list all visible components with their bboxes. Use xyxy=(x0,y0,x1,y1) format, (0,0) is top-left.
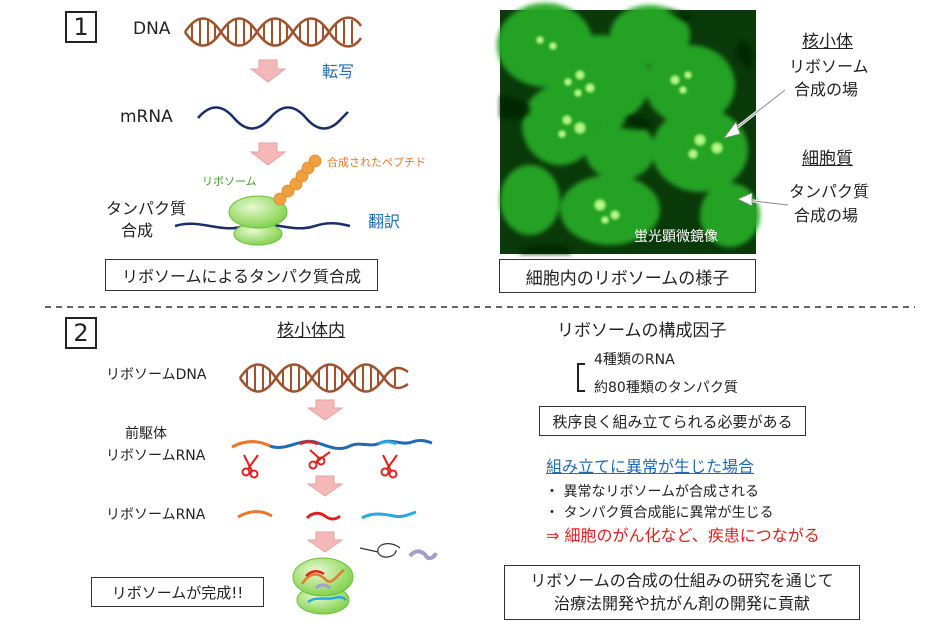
inside-nucleolus-title: 核小体内 xyxy=(277,321,345,341)
ribosome-rna-label: リボソームRNA xyxy=(106,507,206,523)
precursor-label-2: リボソームRNA xyxy=(106,448,206,464)
nucleolus-desc-2: 合成の場 xyxy=(794,80,859,99)
research-line-1: リボソームの合成の仕組みの研究を通じて xyxy=(530,571,834,591)
scissors-icon xyxy=(241,454,259,479)
translation-label: 翻訳 xyxy=(368,212,401,231)
arrow-down-icon xyxy=(249,142,287,166)
consequence: ⇒ 細胞のがん化など、疾患につながる xyxy=(546,526,820,545)
dna-helix-1 xyxy=(183,16,363,48)
arrow-down-icon xyxy=(249,59,287,83)
protein-strand xyxy=(408,549,438,561)
mrna-label: mRNA xyxy=(120,107,173,127)
protein-synthesis-label-1: タンパク質 xyxy=(106,199,187,218)
components-bracket xyxy=(577,363,585,392)
protein-swirl-icon xyxy=(359,543,401,558)
complete-caption: リボソームが完成!! xyxy=(91,577,264,607)
dna-label: DNA xyxy=(133,19,171,39)
arrow-down-icon xyxy=(306,475,344,497)
peptide-chain xyxy=(273,154,322,206)
component-2: 約80種類のタンパク質 xyxy=(594,380,738,396)
ribosome-icon xyxy=(228,195,288,246)
scissors-icon xyxy=(308,449,331,470)
nucleolus-title: 核小体 xyxy=(802,32,853,52)
abnormal-item-2: ・ タンパク質合成能に異常が生じる xyxy=(545,505,774,521)
mrna-translation-line xyxy=(174,222,351,230)
complete-ribosome-icon xyxy=(292,557,354,615)
rrna-orange xyxy=(237,510,273,519)
precursor-rrna xyxy=(231,438,433,450)
component-1: 4種類のRNA xyxy=(594,352,675,368)
ribosome-dna-label: リボソームDNA xyxy=(106,367,207,383)
scissors-icon xyxy=(380,454,398,479)
abnormal-title: 組み立てに異常が生じた場合 xyxy=(546,457,755,476)
protein-synthesis-label-2: 合成 xyxy=(121,221,154,240)
ribosome-label: リボソーム xyxy=(202,175,257,188)
components-title: リボソームの構成因子 xyxy=(557,321,727,341)
assembly-note: 秩序良く組み立てられる必要がある xyxy=(539,406,806,436)
caption-right: 細胞内のリボソームの様子 xyxy=(499,259,756,293)
peptide-label: 合成されたペプチド xyxy=(327,156,426,169)
research-line-2: 治療法開発や抗がん剤の開発に貢献 xyxy=(553,593,810,613)
mrna-strand xyxy=(197,106,349,130)
fluorescence-micrograph xyxy=(497,3,760,254)
section-2-number: 2 xyxy=(65,317,97,349)
pointer-arrow-icon xyxy=(723,88,786,139)
micrograph-label: 蛍光顕微鏡像 xyxy=(634,229,718,245)
nucleolus-desc-1: リボソーム xyxy=(789,57,869,76)
arrow-down-icon xyxy=(306,399,344,421)
abnormal-item-1: ・ 異常なリボソームが合成される xyxy=(545,484,760,500)
transcription-label: 転写 xyxy=(322,62,355,81)
precursor-label-1: 前駆体 xyxy=(125,426,167,442)
research-box: リボソームの合成の仕組みの研究を通じて 治療法開発や抗がん剤の開発に貢献 xyxy=(504,565,860,620)
section-1-number: 1 xyxy=(65,11,97,43)
cytoplasm-desc-2: 合成の場 xyxy=(794,206,859,225)
pointer-arrow-icon xyxy=(737,192,789,207)
arrow-down-icon xyxy=(306,531,344,553)
rrna-cyan xyxy=(361,510,417,520)
cytoplasm-desc-1: タンパク質 xyxy=(789,182,870,201)
rrna-red xyxy=(305,511,342,521)
cytoplasm-title: 細胞質 xyxy=(802,149,853,169)
dna-helix-2 xyxy=(238,363,409,393)
caption-left: リボソームによるタンパク質合成 xyxy=(105,259,378,291)
